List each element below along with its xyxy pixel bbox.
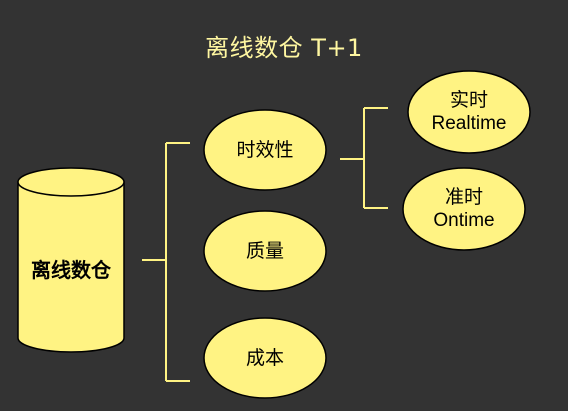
realtime-text-en: Realtime	[431, 113, 507, 134]
timeliness-text: 时效性	[236, 139, 294, 161]
cost-text: 成本	[245, 347, 284, 369]
warehouse-label: 离线数仓	[18, 250, 124, 290]
cost-label: 成本	[204, 338, 326, 378]
quality-text: 质量	[245, 240, 284, 262]
node-ontime-shape	[402, 167, 526, 251]
node-quality-shape	[203, 210, 327, 292]
node-timeliness-shape	[203, 109, 327, 191]
quality-label: 质量	[204, 231, 326, 271]
right-bracket	[340, 107, 388, 209]
realtime-label: 实时 Realtime	[408, 84, 530, 140]
ontime-text-cn: 准时	[444, 186, 483, 208]
warehouse-text: 离线数仓	[31, 258, 111, 282]
ontime-label: 准时 Ontime	[403, 181, 525, 237]
node-realtime-shape	[407, 70, 531, 154]
diagram-title: 离线数仓 T+1	[205, 34, 363, 62]
timeliness-label: 时效性	[204, 130, 326, 170]
warehouse-cylinder	[17, 167, 125, 353]
cylinder-top	[17, 167, 125, 197]
node-cost-shape	[203, 317, 327, 399]
realtime-text-cn: 实时	[449, 89, 488, 111]
left-bracket	[142, 142, 190, 382]
ontime-text-en: Ontime	[433, 210, 495, 231]
cylinder-body	[17, 181, 125, 353]
